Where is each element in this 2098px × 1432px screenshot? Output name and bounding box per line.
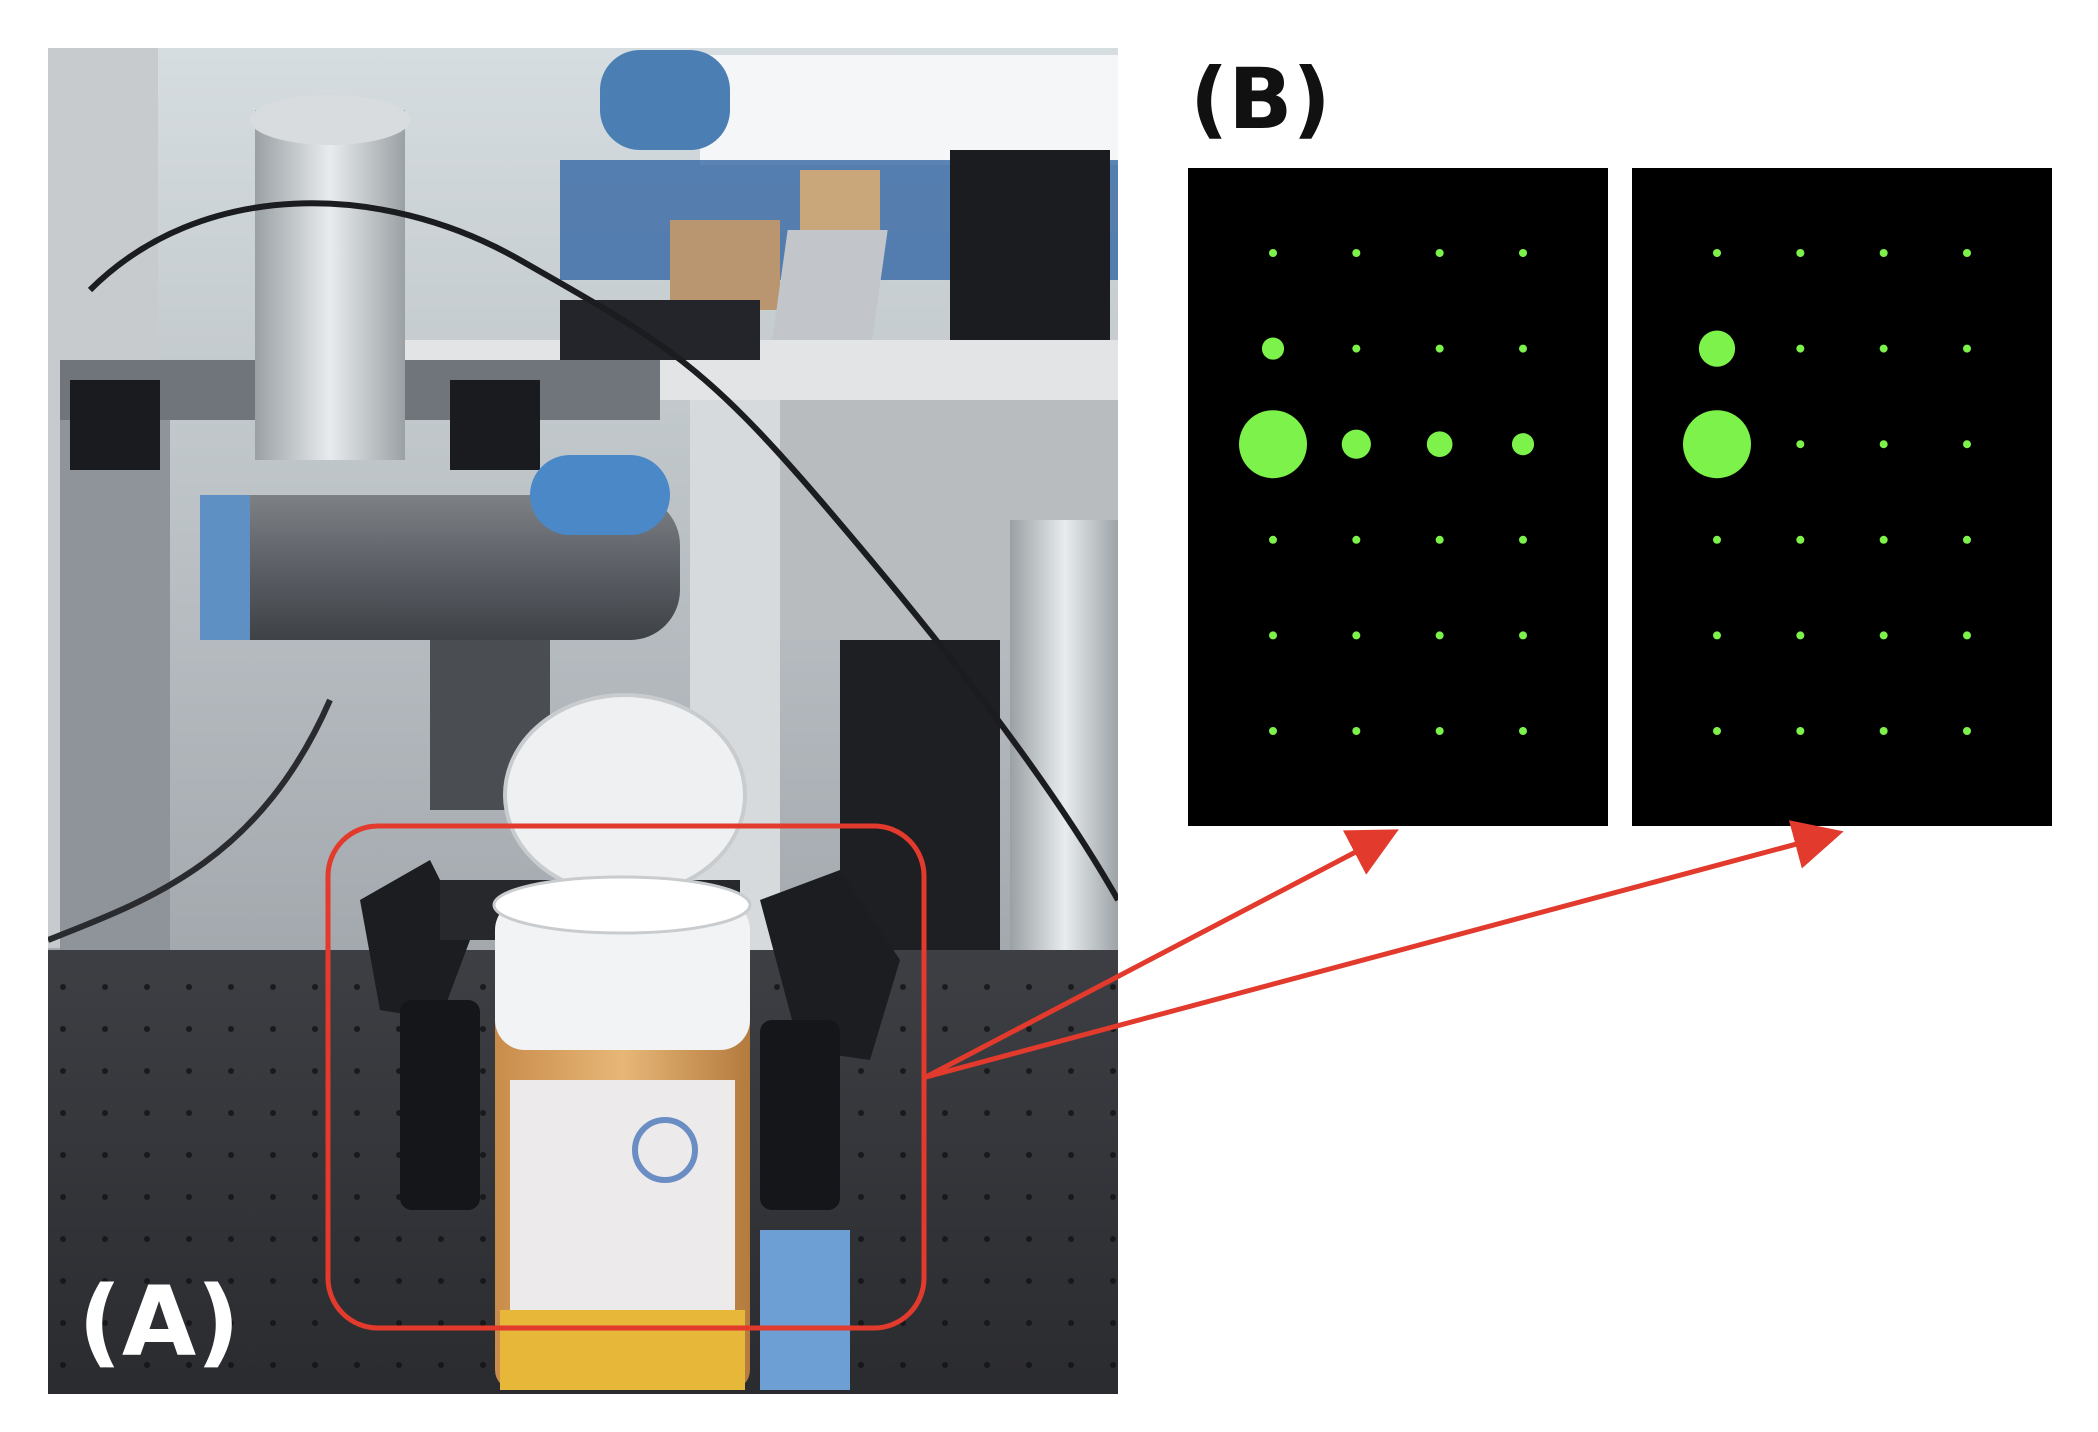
sensor-dot xyxy=(1426,431,1453,458)
sensor-dot xyxy=(1519,344,1527,353)
sensor-dot xyxy=(1879,249,1888,257)
sensor-dot xyxy=(1352,631,1361,640)
sensor-dot xyxy=(1352,344,1361,353)
desk-leg xyxy=(690,400,780,960)
sensor-dot xyxy=(1963,631,1971,640)
sensor-dot xyxy=(1519,535,1527,544)
keyboard xyxy=(560,300,760,360)
sensor-dot xyxy=(1879,440,1888,449)
sensor-dot xyxy=(1796,535,1805,544)
monitor xyxy=(950,150,1110,350)
sensor-dot xyxy=(1352,727,1361,735)
sensor-dot xyxy=(1352,249,1361,257)
sensor-dot xyxy=(1879,631,1888,640)
robot-joint-band xyxy=(200,495,250,640)
sensor-dot xyxy=(1519,631,1527,640)
sensor-dot xyxy=(1519,249,1527,257)
highlight-box xyxy=(325,823,927,1331)
panel-b-label: (B) xyxy=(1190,50,1331,148)
sensor-dot xyxy=(1879,535,1888,544)
panel-b-sensor-maps xyxy=(1188,168,2052,826)
jar xyxy=(492,875,752,1390)
robot-joint-top xyxy=(600,50,730,150)
sensor-dot xyxy=(1435,727,1444,735)
panel-a-label: (A) xyxy=(78,1266,240,1378)
sensor-dot xyxy=(1261,337,1285,360)
sensor-dot xyxy=(1435,535,1444,544)
sensor-dot xyxy=(1269,631,1277,640)
frame-connector xyxy=(70,380,540,470)
cable xyxy=(48,698,333,943)
sensor-dot xyxy=(1435,344,1444,353)
connector-arrows xyxy=(924,820,1844,1080)
sensor-dot xyxy=(1713,249,1721,257)
sensor-map-background xyxy=(1188,168,1608,826)
robot-arm-upper xyxy=(255,110,405,460)
sensor-dot xyxy=(1879,727,1888,735)
left-sensor-map xyxy=(1188,168,1608,826)
sensor-dot xyxy=(1698,330,1736,367)
cardboard-box xyxy=(800,170,880,240)
sensor-dot xyxy=(1239,410,1307,479)
sensor-dot xyxy=(1435,249,1444,257)
robot-joint-cap xyxy=(530,455,670,535)
sensor-dot xyxy=(1511,433,1535,456)
sensor-dot xyxy=(1269,727,1277,735)
sensor-dot xyxy=(1796,440,1805,449)
cable xyxy=(87,200,1118,902)
ceiling-light xyxy=(700,55,1118,165)
sensor-dot xyxy=(1352,535,1361,544)
sensor-dot xyxy=(1519,727,1527,735)
sensor-dot xyxy=(1963,727,1971,735)
sensor-dot xyxy=(1713,727,1721,735)
arrow-to-left-map xyxy=(924,829,1399,1080)
sensor-dot xyxy=(1963,249,1971,257)
aluminum-column xyxy=(1010,520,1118,980)
sensor-dot xyxy=(1963,344,1971,353)
robot-arm-top xyxy=(250,95,410,145)
arrow-to-right-map xyxy=(925,820,1844,1080)
right-sensor-map xyxy=(1632,168,2052,826)
cardboard-box xyxy=(670,220,780,310)
sensor-dot xyxy=(1713,631,1721,640)
sensor-dot xyxy=(1683,410,1751,479)
sensor-dot xyxy=(1341,429,1371,459)
jar-lid xyxy=(503,693,747,897)
sensor-dot xyxy=(1796,344,1805,353)
sensor-dot xyxy=(1435,631,1444,640)
sensor-dot xyxy=(1796,727,1805,735)
sensor-dot xyxy=(1796,249,1805,257)
sensor-dot xyxy=(1879,344,1888,353)
sensor-dot xyxy=(1796,631,1805,640)
sensor-dot xyxy=(1963,440,1971,449)
panel-a-photo xyxy=(48,48,1118,1394)
sensor-dot xyxy=(1269,249,1277,257)
sensor-dot xyxy=(1269,535,1277,544)
sensor-dot xyxy=(1713,535,1721,544)
sensor-dot xyxy=(1963,535,1971,544)
left-frame-post xyxy=(60,400,170,960)
blue-block xyxy=(760,1230,850,1390)
sensor-map-background xyxy=(1632,168,2052,826)
dark-cabinet xyxy=(840,640,1000,960)
